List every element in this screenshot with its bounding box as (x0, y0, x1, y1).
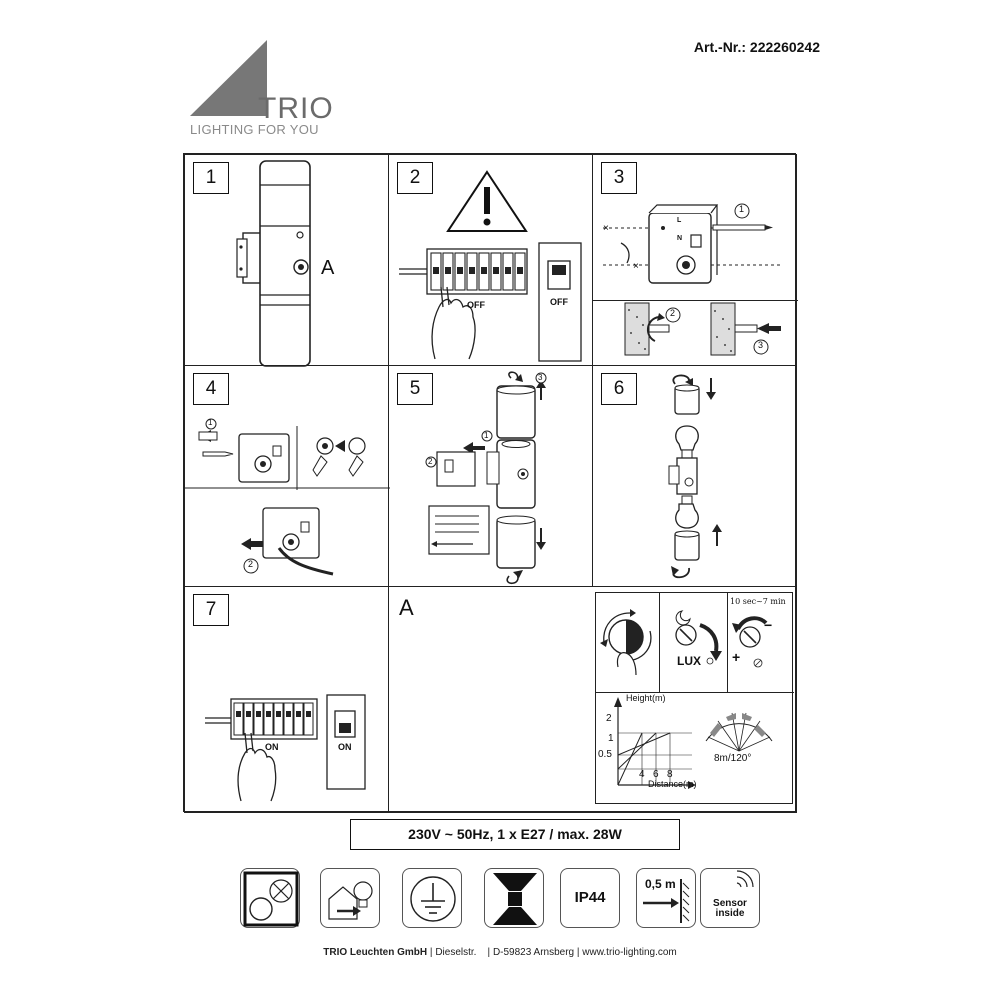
height-axis-label: Height(m) (626, 693, 666, 703)
y-tick-05: 0.5 (598, 749, 612, 760)
switch-off-label-1: OFF (467, 300, 485, 310)
sensor-settings-grid: LUX 10 sec~7 min + − (595, 592, 794, 805)
time-minus-label: − (764, 617, 773, 633)
electrical-spec: 230V ~ 50Hz, 1 x E27 / max. 28W (350, 819, 680, 850)
sensor-inside-text: Sensor inside (701, 899, 759, 919)
y-tick-1: 1 (608, 733, 614, 744)
distance-icon: 0,5 m (636, 868, 696, 928)
knob-rotate-cell (596, 593, 660, 693)
detection-range-chart (614, 697, 773, 789)
lux-label: LUX (677, 654, 701, 668)
cable-gland-illustration (185, 418, 390, 576)
lux-dial-icon (675, 610, 722, 665)
detection-range-cell: Height(m) 2 1 0.5 4 6 8 Distance(m) 8m/1… (596, 693, 794, 805)
step-4-number: 4 (193, 373, 229, 405)
ground-earth-icon (402, 868, 462, 928)
terminal-n-label: N (677, 235, 683, 242)
step-3-number: 3 (601, 162, 637, 194)
svg-text:×: × (603, 223, 609, 234)
timer-dial-icon (732, 616, 768, 668)
footer-web[interactable]: www.trio-lighting.com (582, 947, 677, 958)
svg-text:×: × (633, 261, 639, 272)
x-tick-8: 8 (667, 769, 673, 780)
up-down-light-icon (484, 868, 544, 928)
step-5-panel: 5 (388, 365, 593, 587)
switch-off-label-2: OFF (550, 297, 568, 307)
sensor-text-line2: inside (715, 908, 745, 919)
article-number: Art.-Nr.: 222260242 (693, 39, 820, 55)
callout-5-3: 3 (538, 373, 543, 382)
ip-rating-text: IP44 (574, 889, 606, 906)
step-1-number: 1 (193, 162, 229, 194)
time-setting-cell: 10 sec~7 min + − (728, 593, 794, 693)
distance-axis-label: Distance(m) (648, 779, 697, 789)
brand-logo: TRIO LIGHTING FOR YOU (188, 40, 338, 137)
protection-class-icon (240, 868, 300, 928)
y-tick-2: 2 (606, 713, 612, 724)
time-plus-label: + (732, 649, 741, 665)
switch-on-label-1: ON (265, 742, 279, 752)
step-1-panel: 1 A (184, 154, 389, 367)
ip-rating-icon: IP44 (560, 868, 620, 928)
footer: TRIO Leuchten GmbH | Dieselstr. | D-5982… (323, 947, 677, 958)
step-5-number: 5 (397, 373, 433, 405)
step-2-number: 2 (397, 162, 433, 194)
distance-text: 0,5 m (645, 877, 676, 891)
detection-range-label: 8m/120° (714, 753, 752, 764)
callout-4-2: 2 (248, 559, 254, 569)
mounting-drill-illustration: × × (593, 203, 798, 356)
warning-triangle-icon (446, 170, 528, 232)
lamp-disassembly-illustration (425, 371, 547, 585)
wall-lamp-illustration (236, 160, 311, 367)
step-7-panel: 7 ON ON (184, 586, 389, 813)
callout-1: 1 (739, 204, 745, 214)
lamp-replace-icon (320, 868, 380, 928)
step-4-panel: 4 1 2 (184, 365, 390, 587)
callout-5-2: 2 (428, 457, 433, 466)
switch-on-label-2: ON (338, 742, 352, 752)
footer-street: Dieselstr. (435, 947, 477, 958)
breaker-on-illustration (205, 694, 366, 802)
instruction-grid: 1 A 2 (183, 153, 798, 813)
callout-3: 3 (758, 340, 764, 350)
x-tick-6: 6 (653, 769, 659, 780)
x-tick-4: 4 (639, 769, 645, 780)
breaker-panel-illustration (399, 242, 582, 362)
step-2-panel: 2 (388, 154, 593, 366)
callout-2: 2 (670, 308, 676, 318)
callout-4-1: 1 (208, 418, 213, 427)
logo-triangle-icon (190, 40, 267, 116)
lux-setting-cell: LUX (660, 593, 728, 693)
detail-a-panel: A (388, 586, 797, 813)
bulb-install-illustration (668, 374, 722, 579)
logo-wordmark: TRIO (258, 92, 334, 125)
terminal-l-label: L (677, 217, 682, 224)
footer-company: TRIO Leuchten GmbH (323, 947, 428, 958)
logo-tagline: LIGHTING FOR YOU (190, 122, 319, 137)
detail-a-title: A (399, 595, 414, 620)
knob-rotate-icon (600, 609, 652, 676)
step-6-panel: 6 (592, 365, 797, 587)
step-3-panel: 3 × × (592, 154, 798, 366)
step-7-number: 7 (193, 594, 229, 626)
time-range-label: 10 sec~7 min (730, 597, 786, 606)
detail-marker-a: A (321, 257, 335, 279)
step-6-number: 6 (601, 373, 637, 405)
sensor-text-line1: Sensor (713, 898, 747, 909)
callout-5-1: 1 (484, 431, 489, 440)
sensor-inside-icon: Sensor inside (700, 868, 760, 928)
footer-city: D-59823 Arnsberg (492, 947, 575, 958)
